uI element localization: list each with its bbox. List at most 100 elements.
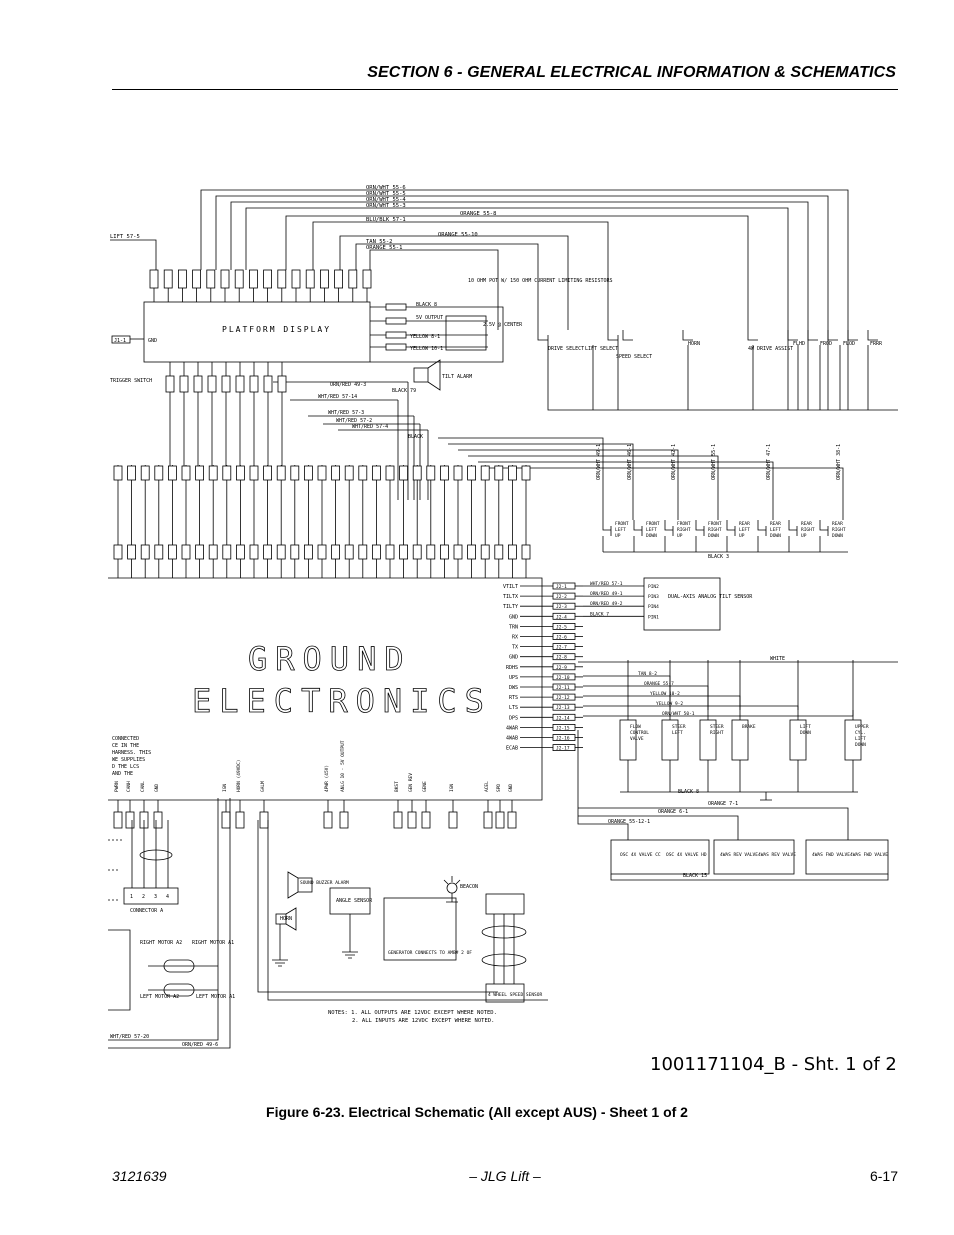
pin-connector bbox=[348, 269, 358, 289]
wire-label: WHITE bbox=[770, 656, 785, 662]
pin-connector bbox=[407, 811, 417, 829]
motor-label: RIGHT MOTOR A2 bbox=[140, 940, 182, 946]
bottom-pin-label: ANLG 10 - 5V OUTPUT bbox=[340, 740, 346, 792]
pin-connector bbox=[181, 465, 191, 481]
valve-label: DOWN bbox=[800, 730, 811, 736]
limit-label: LEFT bbox=[646, 527, 657, 533]
pin-connector bbox=[154, 465, 164, 481]
bottom-pin-label: IGN bbox=[449, 784, 455, 792]
wire-label: ORN/WHT 46-1 bbox=[627, 444, 633, 480]
valve-label: 4WAS FWD VALVE bbox=[850, 852, 888, 858]
pin-connector bbox=[323, 811, 333, 829]
motor-label: LEFT MOTOR A1 bbox=[196, 994, 235, 1000]
valve-label: FLOW bbox=[630, 724, 641, 730]
ge-pin-label: LTS bbox=[509, 705, 518, 711]
limit-label: DOWN bbox=[708, 533, 719, 539]
pin-connector bbox=[263, 465, 273, 481]
pin-connector bbox=[448, 811, 458, 829]
pin-connector bbox=[371, 465, 381, 481]
tilt-alarm-label: TILT ALARM bbox=[442, 374, 472, 380]
wire-label: WHT/RED 57-2 bbox=[336, 418, 372, 424]
switch-label: FROD bbox=[820, 341, 832, 347]
pin-connector bbox=[195, 544, 204, 560]
wire-label: ORN/WHT 55-6 bbox=[366, 185, 406, 191]
bottom-pin-label: IGN bbox=[222, 784, 228, 792]
fwd-valve-box bbox=[805, 839, 889, 875]
tilt-pin-label: PIN4 bbox=[648, 604, 659, 610]
pin-connector bbox=[249, 465, 259, 481]
tilt-pin-label: PIN2 bbox=[648, 584, 659, 590]
limit-label: UP bbox=[615, 533, 621, 539]
wire-label: ORN/RED 49-6 bbox=[182, 1042, 218, 1048]
pin-connector bbox=[521, 544, 531, 560]
pin-connector bbox=[208, 465, 218, 481]
wire-label: BLU/BLK 57-1 bbox=[366, 217, 406, 223]
pin-connector bbox=[399, 465, 409, 481]
pin-connector bbox=[467, 544, 477, 560]
wire-label: ORANGE 55-1 bbox=[366, 245, 402, 251]
limit-switch bbox=[664, 520, 674, 536]
pin-connector bbox=[153, 811, 163, 829]
right-motor bbox=[163, 959, 195, 973]
pin-connector bbox=[290, 544, 300, 560]
pin-connector bbox=[385, 465, 395, 481]
limit-label: FRONT bbox=[615, 521, 629, 527]
ge-connector-label: J2-14 bbox=[556, 715, 570, 721]
pin-connector bbox=[331, 465, 341, 481]
valve-label: STEER bbox=[672, 724, 686, 730]
wire-label: ORN/RED 49-1 bbox=[590, 591, 623, 597]
pin-connector bbox=[220, 269, 230, 289]
pin-connector bbox=[163, 269, 173, 289]
wire-label: BLACK 3 bbox=[708, 554, 729, 560]
wire-label: WHT/RED 57-4 bbox=[352, 424, 388, 430]
angle-sensor-label: ANGLE SENSOR bbox=[336, 898, 373, 904]
pin-connector bbox=[305, 269, 315, 289]
ge-pin-label: ECAB bbox=[506, 746, 518, 752]
limit-label: UP bbox=[677, 533, 683, 539]
pin-connector bbox=[149, 269, 159, 289]
wire-label: ORANGE 55-8 bbox=[460, 211, 496, 217]
display-connector bbox=[111, 335, 131, 344]
ge-connector-label: J2-17 bbox=[556, 746, 570, 752]
switch-label: LIFT SELECT bbox=[585, 346, 618, 352]
wire-label: ORN/WHT 55-4 bbox=[366, 197, 406, 203]
pin-connector bbox=[193, 375, 203, 393]
valve-label: LIFT bbox=[855, 736, 866, 742]
ge-connector-label: J2-3 bbox=[556, 604, 567, 610]
note-line: HARNESS. THIS bbox=[112, 750, 151, 756]
wire-label: YELLOW 10-1 bbox=[410, 346, 443, 352]
ge-pin-label: TRN bbox=[509, 624, 518, 630]
pin-connector bbox=[263, 544, 273, 560]
speed-sensor-top bbox=[485, 893, 525, 915]
wire-label: BLACK 79 bbox=[392, 388, 416, 394]
generator-label: GENERATOR CONNECTS TO AMB# 2 OF bbox=[388, 950, 472, 956]
ge-connector-label: J2-5 bbox=[556, 624, 567, 630]
page-number: 6-17 bbox=[869, 1168, 898, 1184]
platform-display-label: PLATFORM DISPLAY bbox=[222, 325, 331, 334]
wire-label: BLACK 8 bbox=[416, 302, 437, 308]
switch-label: 4W DRIVE ASSIST bbox=[748, 346, 793, 352]
ge-connector-label: J2-4 bbox=[556, 614, 567, 620]
pin-connector bbox=[178, 269, 187, 289]
limit-label: REAR bbox=[739, 521, 750, 527]
pin-connector bbox=[249, 375, 259, 393]
pin-connector bbox=[127, 544, 137, 560]
bottom-pin-label: GEN REV bbox=[408, 773, 414, 792]
wire-label: ORN/WHT 50-1 bbox=[662, 711, 695, 717]
pin-connector bbox=[439, 544, 449, 560]
pin-connector bbox=[339, 811, 349, 829]
wire-label: ORN/RED 49-3 bbox=[330, 382, 366, 388]
left-motor bbox=[163, 983, 195, 997]
top-wire-bundle bbox=[200, 189, 849, 410]
pin-connector bbox=[259, 811, 269, 829]
pin-connector bbox=[385, 544, 395, 560]
bottom-pin-label: CANH bbox=[126, 781, 132, 792]
pin-connector bbox=[168, 465, 177, 481]
wire-label: ORANGE 7-1 bbox=[708, 801, 738, 807]
pin-connector bbox=[208, 544, 218, 560]
note-line: CE IN THE bbox=[112, 743, 139, 749]
valve-label: DOWN bbox=[855, 742, 866, 748]
bottom-pin-label: BKST bbox=[394, 781, 400, 792]
wire-label: ORN/WHT 55-5 bbox=[366, 191, 406, 197]
valve-wire bbox=[583, 705, 799, 710]
